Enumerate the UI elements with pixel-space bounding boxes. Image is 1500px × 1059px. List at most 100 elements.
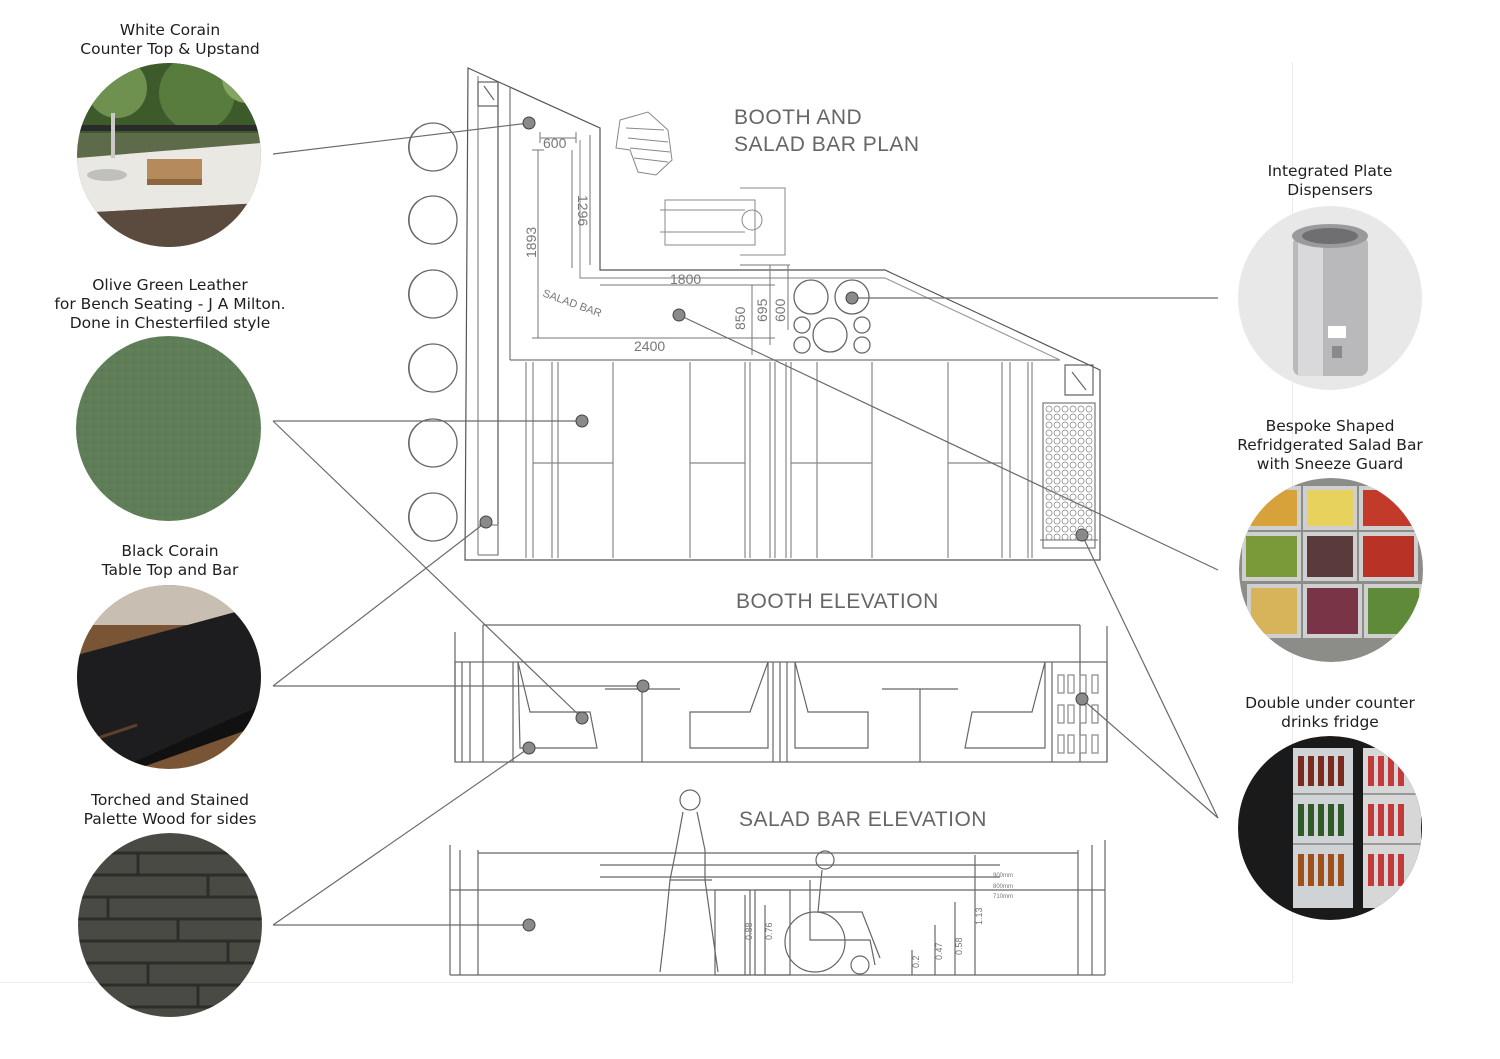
dim-0-2: 0.2 bbox=[911, 955, 921, 968]
fridge-bottle bbox=[1053, 501, 1061, 509]
dim-0-76: 0.76 bbox=[764, 922, 774, 940]
dim-695: 695 bbox=[754, 298, 770, 322]
marker-dot bbox=[575, 414, 589, 428]
caption-drinks-fridge: Double under counter drinks fridge bbox=[1245, 694, 1415, 731]
caption-salad-bar: Bespoke Shaped Refridgerated Salad Bar w… bbox=[1237, 417, 1423, 473]
marker-dot bbox=[845, 291, 859, 305]
fridge-bottle bbox=[1061, 477, 1069, 485]
fridge-bottle bbox=[1077, 501, 1085, 509]
marker-dot bbox=[479, 515, 493, 529]
fridge-bottle bbox=[1045, 453, 1053, 461]
fridge-bottle bbox=[1069, 493, 1077, 501]
fridge-bottle bbox=[1077, 485, 1085, 493]
fridge-bottle bbox=[1077, 429, 1085, 437]
marker-dot bbox=[522, 116, 536, 130]
marker-dot bbox=[636, 679, 650, 693]
fridge-bottle bbox=[1045, 493, 1053, 501]
fridge-bottle bbox=[1077, 493, 1085, 501]
fridge-bottle bbox=[1045, 517, 1053, 525]
fridge-bottle bbox=[1053, 461, 1061, 469]
fridge-bottle bbox=[1085, 445, 1093, 453]
fridge-bottle bbox=[1077, 461, 1085, 469]
fridge-bottle bbox=[1053, 437, 1061, 445]
fridge-bottle bbox=[1045, 477, 1053, 485]
fridge-bottle bbox=[1045, 405, 1053, 413]
fridge-bottle bbox=[1077, 453, 1085, 461]
olive-leather-swatch bbox=[76, 336, 261, 521]
fridge-bottle bbox=[1045, 413, 1053, 421]
fridge-bottle bbox=[1045, 461, 1053, 469]
leader-fridge-plan bbox=[1081, 534, 1219, 819]
marker-dot bbox=[522, 918, 536, 932]
fridge-bottle bbox=[1061, 485, 1069, 493]
fridge-bottle bbox=[1053, 429, 1061, 437]
leader-fridge-elev bbox=[1081, 698, 1219, 819]
fridge-bottle bbox=[1053, 421, 1061, 429]
fridge-bottle bbox=[1061, 429, 1069, 437]
fridge-bottle bbox=[1053, 413, 1061, 421]
fridge-bottle bbox=[1061, 445, 1069, 453]
fridge-bottle bbox=[1053, 477, 1061, 485]
leader-salad-bar bbox=[678, 314, 1219, 571]
fridge-bottle bbox=[1053, 469, 1061, 477]
fridge-bottle bbox=[1085, 517, 1093, 525]
fridge-bottle bbox=[1085, 525, 1093, 533]
fridge-bottle bbox=[1085, 509, 1093, 517]
dim-1296: 1296 bbox=[575, 195, 591, 226]
fridge-bottle bbox=[1053, 485, 1061, 493]
drinks-fridge-swatch bbox=[1238, 736, 1422, 920]
fridge-bottle bbox=[1061, 517, 1069, 525]
marker-dot bbox=[522, 741, 536, 755]
caption-black-corain: Black Corain Table Top and Bar bbox=[101, 542, 239, 579]
caption-palette-wood: Torched and Stained Palette Wood for sid… bbox=[83, 791, 257, 828]
dim-600-side: 600 bbox=[772, 298, 788, 322]
fridge-bottle bbox=[1069, 525, 1077, 533]
fridge-bottle bbox=[1069, 517, 1077, 525]
fridge-bottle bbox=[1061, 509, 1069, 517]
dim-850: 850 bbox=[732, 306, 748, 330]
fridge-bottle bbox=[1045, 525, 1053, 533]
fridge-bottle bbox=[1069, 405, 1077, 413]
fridge-bottle bbox=[1053, 493, 1061, 501]
fridge-bottle bbox=[1061, 493, 1069, 501]
marker-dot bbox=[1075, 692, 1089, 706]
fridge-bottle bbox=[1077, 477, 1085, 485]
fridge-bottle bbox=[1085, 533, 1093, 541]
fridge-bottle bbox=[1069, 413, 1077, 421]
plan-outline bbox=[464, 67, 1101, 561]
marker-dot bbox=[575, 711, 589, 725]
fridge-bottle bbox=[1069, 453, 1077, 461]
leader-black-corain-plan bbox=[272, 521, 487, 687]
fridge-bottle bbox=[1061, 533, 1069, 541]
dim-800mm: 800mm bbox=[993, 884, 1013, 890]
fridge-bottle bbox=[1069, 445, 1077, 453]
fridge-bottle bbox=[1061, 469, 1069, 477]
fridge-bottle bbox=[1061, 461, 1069, 469]
fridge-bottle bbox=[1085, 485, 1093, 493]
dim-1-13: 1.13 bbox=[974, 907, 984, 925]
dim-900mm: 900mm bbox=[993, 873, 1013, 879]
salad-bar-swatch bbox=[1239, 478, 1423, 662]
fridge-bottle bbox=[1069, 509, 1077, 517]
fridge-bottle bbox=[1045, 469, 1053, 477]
fridge-bottle bbox=[1077, 517, 1085, 525]
fridge-bottle bbox=[1077, 469, 1085, 477]
fridge-bottle bbox=[1069, 485, 1077, 493]
fridge-bottle bbox=[1085, 453, 1093, 461]
fridge-bottle bbox=[1069, 437, 1077, 445]
fridge-bottle bbox=[1061, 525, 1069, 533]
fridge-bottle bbox=[1045, 501, 1053, 509]
fridge-bottle bbox=[1077, 421, 1085, 429]
leader-olive-leather-elev bbox=[272, 420, 583, 719]
fridge-bottle bbox=[1053, 405, 1061, 413]
leader-palette-wood-booth bbox=[272, 747, 530, 926]
fridge-bottle bbox=[1053, 509, 1061, 517]
fridge-bottle bbox=[1077, 413, 1085, 421]
fridge-bottle bbox=[1053, 445, 1061, 453]
fridge-bottle bbox=[1069, 429, 1077, 437]
dim-0-88: 0.88 bbox=[744, 922, 754, 940]
fridge-bottle bbox=[1061, 501, 1069, 509]
fridge-bottle bbox=[1061, 413, 1069, 421]
